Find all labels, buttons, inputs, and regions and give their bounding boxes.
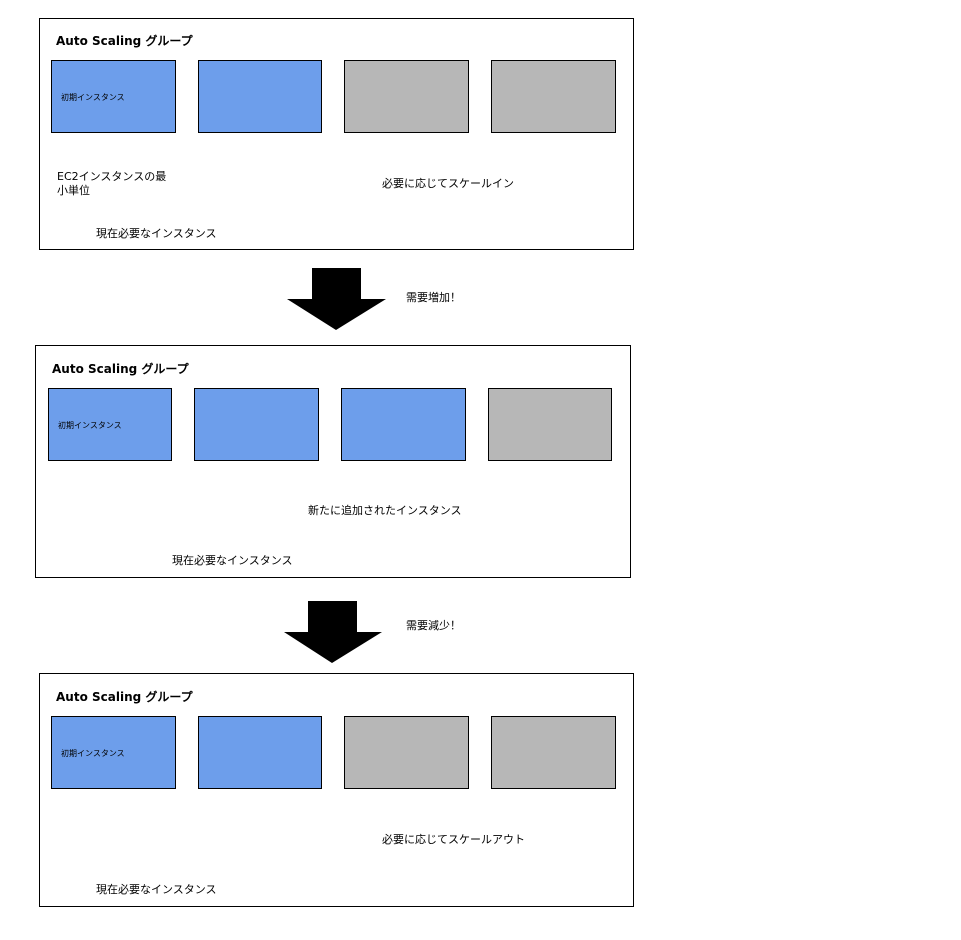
scale-label: 必要に応じてスケールイン bbox=[382, 177, 514, 190]
instance-box bbox=[344, 60, 469, 133]
current-instances-label: 現在必要なインスタンス bbox=[172, 554, 293, 567]
instance-box bbox=[488, 388, 612, 461]
arrow-down-icon bbox=[287, 268, 386, 330]
arrow-down-icon bbox=[284, 601, 382, 663]
instance-box bbox=[194, 388, 319, 461]
scale-label: 必要に応じてスケールアウト bbox=[382, 833, 525, 846]
demand-label: 需要減少！ bbox=[406, 619, 461, 632]
demand-label: 需要増加！ bbox=[406, 291, 461, 304]
instance-box bbox=[341, 388, 466, 461]
added-instance-label: 新たに追加されたインスタンス bbox=[308, 504, 462, 517]
instance-box: 初期インスタンス bbox=[51, 60, 176, 133]
instance-box bbox=[198, 716, 322, 789]
instance-box: 初期インスタンス bbox=[48, 388, 172, 461]
instance-box bbox=[491, 60, 616, 133]
instance-label: 初期インスタンス bbox=[61, 93, 125, 102]
instance-box bbox=[491, 716, 616, 789]
instance-box: 初期インスタンス bbox=[51, 716, 176, 789]
autoscaling-group-panel bbox=[39, 18, 634, 250]
group-title: Auto Scaling グループ bbox=[56, 34, 193, 48]
instance-box bbox=[344, 716, 469, 789]
autoscaling-group-panel bbox=[35, 345, 631, 578]
autoscaling-group-panel bbox=[39, 673, 634, 907]
current-instances-label: 現在必要なインスタンス bbox=[96, 227, 217, 240]
instance-label: 初期インスタンス bbox=[61, 749, 125, 758]
group-title: Auto Scaling グループ bbox=[56, 690, 193, 704]
current-instances-label: 現在必要なインスタンス bbox=[96, 883, 217, 896]
group-title: Auto Scaling グループ bbox=[52, 362, 189, 376]
min-unit-label: EC2インスタンスの最小単位 bbox=[57, 170, 167, 197]
instance-label: 初期インスタンス bbox=[58, 421, 122, 430]
instance-box bbox=[198, 60, 322, 133]
